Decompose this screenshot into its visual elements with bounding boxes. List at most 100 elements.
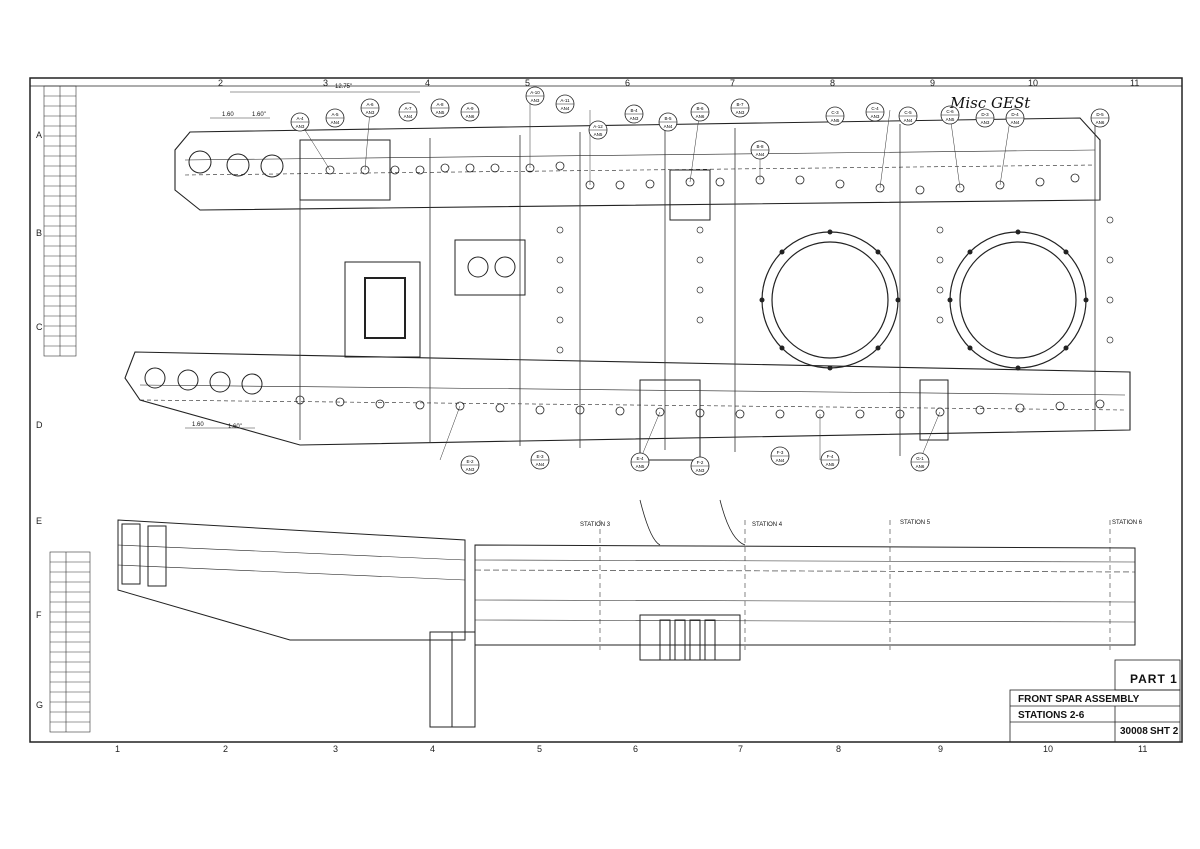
fitting-plates bbox=[299, 139, 949, 461]
dimension-c: 1.60 bbox=[192, 422, 204, 428]
zone-number-top: 4 bbox=[425, 78, 431, 88]
callout-bottom-text: AN6 bbox=[696, 114, 705, 119]
callout-top-text: A-4 bbox=[296, 116, 304, 121]
callout-bottom-text: AN5 bbox=[831, 118, 840, 123]
callout-bottom-text: AN5 bbox=[826, 462, 835, 467]
callout-bottom-text: AN5 bbox=[636, 464, 645, 469]
zone-number-bottom: 2 bbox=[223, 744, 229, 754]
zone-number-bottom: 5 bbox=[537, 744, 543, 754]
lower-lightening-holes bbox=[144, 367, 263, 395]
zone-number-bottom: 9 bbox=[938, 744, 944, 754]
zone-row-letter: A bbox=[36, 130, 43, 140]
callout-top-text: A-9 bbox=[466, 106, 474, 111]
handwritten-note: Misc GESt bbox=[950, 94, 1031, 112]
zone-row-letter: D bbox=[36, 420, 43, 430]
callout-top-text: D-4 bbox=[1011, 112, 1019, 117]
station-lines bbox=[599, 520, 1111, 650]
dimension-a: 1.60 bbox=[222, 112, 234, 118]
rivet-row-lower bbox=[295, 395, 1105, 419]
title-block bbox=[1009, 659, 1181, 743]
callout-bottom-text: AN3 bbox=[696, 468, 705, 473]
callout-bottom-text: AN4 bbox=[561, 106, 570, 111]
callout-bottom-text: AN3 bbox=[366, 110, 375, 115]
dimension-top: 12.75" bbox=[335, 84, 353, 90]
callout-bottom-text: AN4 bbox=[404, 114, 413, 119]
callout-bottom-text: AN4 bbox=[756, 152, 765, 157]
callout-bottom-text: AN4 bbox=[904, 118, 913, 123]
access-hole-bolts bbox=[759, 229, 1089, 371]
callout-bottom-text: AN3 bbox=[466, 467, 475, 472]
station-label-4: STATION 4 bbox=[752, 522, 783, 528]
callout-top-text: E-3 bbox=[536, 454, 544, 459]
callout-top-text: B-4 bbox=[630, 108, 638, 113]
station-label-6: STATION 6 bbox=[1112, 520, 1143, 526]
zone-number-top: 11 bbox=[1130, 78, 1140, 88]
callout-top-text: E-4 bbox=[636, 456, 644, 461]
revision-block-left bbox=[43, 85, 77, 357]
zone-number-top: 2 bbox=[218, 78, 224, 88]
zone-number-top: 10 bbox=[1028, 78, 1039, 88]
lower-elevation-view bbox=[117, 499, 1136, 728]
callout-top-text: C-3 bbox=[831, 110, 839, 115]
zone-row-letter: C bbox=[36, 322, 43, 332]
callout-bottom-text: AN3 bbox=[630, 116, 639, 121]
callout-top-text: E-2 bbox=[466, 459, 474, 464]
callout-bottom-text: AN6 bbox=[916, 464, 925, 469]
zone-row-letter: F bbox=[36, 610, 42, 620]
zone-number-bottom: 1 bbox=[115, 744, 121, 754]
callout-top-text: A-7 bbox=[404, 106, 412, 111]
leader-lines bbox=[299, 100, 1011, 461]
zone-row-letter: B bbox=[36, 228, 43, 238]
zone-row-letter: G bbox=[36, 700, 44, 710]
dimension-lines bbox=[185, 91, 420, 429]
zone-number-bottom: 4 bbox=[430, 744, 436, 754]
zone-number-top: 6 bbox=[625, 78, 631, 88]
callout-top-text: B-6 bbox=[696, 106, 704, 111]
lower-spar-flange bbox=[124, 351, 1131, 446]
dimension-b: 1.60" bbox=[252, 112, 266, 118]
callout-top-text: F-2 bbox=[697, 460, 704, 465]
callout-bottom-text: AN5 bbox=[436, 110, 445, 115]
zone-number-bottom: 11 bbox=[1138, 744, 1148, 754]
callout-top-text: C-4 bbox=[871, 106, 879, 111]
callout-bottom-text: AN3 bbox=[531, 98, 540, 103]
callout-top-text: A-8 bbox=[436, 102, 444, 107]
callout-bottom-text: AN4 bbox=[536, 462, 545, 467]
callout-top-text: D-3 bbox=[981, 112, 989, 117]
rivet-row-web bbox=[556, 216, 1114, 354]
callout-bottom-text: AN6 bbox=[466, 114, 475, 119]
zone-number-bottom: 6 bbox=[633, 744, 639, 754]
sheet-number: SHT 2 bbox=[1150, 726, 1179, 737]
callout-top-text: C-6 bbox=[946, 109, 954, 114]
callout-top-text: B-8 bbox=[756, 144, 764, 149]
zone-number-bottom: 3 bbox=[333, 744, 339, 754]
callout-top-text: D-5 bbox=[1096, 112, 1104, 117]
callout-bottom-text: AN4 bbox=[664, 124, 673, 129]
callout-top-text: A-5 bbox=[331, 112, 339, 117]
callout-top-text: A-11 bbox=[560, 98, 570, 103]
zone-number-top: 5 bbox=[525, 78, 531, 88]
zone-number-top: 3 bbox=[323, 78, 329, 88]
